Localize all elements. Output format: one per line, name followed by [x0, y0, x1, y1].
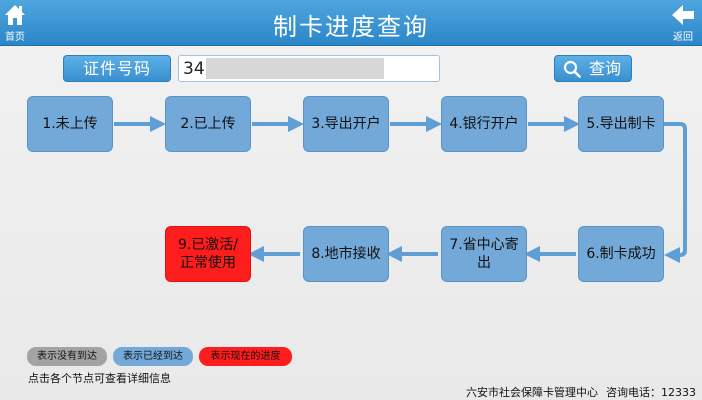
step-3-export-account[interactable]: 3.导出开户 [303, 96, 389, 152]
back-label: 返回 [673, 32, 693, 43]
step-7-province-shipped[interactable]: 7.省中心寄出 [441, 226, 527, 282]
page-title: 制卡进度查询 [273, 13, 429, 41]
step-9-activated[interactable]: 9.已激活/正常使用 [165, 226, 251, 282]
footer-org: 六安市社会保障卡管理中心 [466, 386, 598, 399]
legend-current: 表示现在的进度 [199, 347, 292, 366]
footer-phone: 咨询电话：12333 [606, 386, 696, 399]
search-icon [563, 60, 581, 78]
back-arrow-icon [672, 5, 694, 25]
masked-id-digits [206, 58, 384, 79]
step-4-bank-account[interactable]: 4.银行开户 [441, 96, 527, 152]
home-icon [5, 5, 25, 25]
step-5-export-card[interactable]: 5.导出制卡 [578, 96, 664, 152]
home-button[interactable]: 首页 [2, 3, 28, 43]
id-number-label: 证件号码 [63, 55, 171, 82]
hint-text: 点击各个节点可查看详细信息 [28, 372, 171, 385]
query-button-label: 查询 [589, 59, 622, 78]
back-button[interactable]: 返回 [668, 3, 698, 43]
query-button[interactable]: 查询 [554, 55, 632, 82]
step-6-card-made[interactable]: 6.制卡成功 [578, 226, 664, 282]
arrow-5-6 [664, 122, 687, 263]
step-2-uploaded[interactable]: 2.已上传 [165, 96, 251, 152]
legend-not-reached: 表示没有到达 [27, 347, 107, 366]
step-8-city-received[interactable]: 8.地市接收 [303, 226, 389, 282]
footer: 六安市社会保障卡管理中心咨询电话：12333 [466, 384, 696, 400]
legend-reached: 表示已经到达 [113, 347, 193, 366]
home-label: 首页 [5, 32, 25, 43]
step-1-not-uploaded[interactable]: 1.未上传 [27, 96, 113, 152]
title-bar: 首页 制卡进度查询 返回 [0, 0, 702, 46]
